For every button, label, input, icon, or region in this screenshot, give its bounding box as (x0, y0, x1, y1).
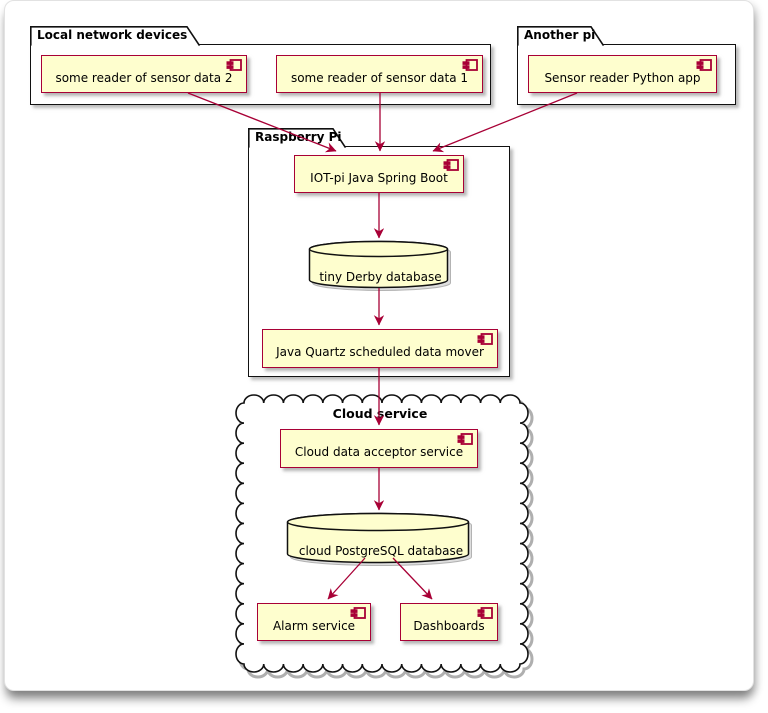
database-postgres-label: cloud PostgreSQL database (298, 544, 464, 558)
component-label: some reader of sensor data 2 (55, 70, 233, 85)
component-cloud-data-acceptor: Cloud data acceptor service (280, 429, 478, 468)
component-icon (350, 607, 366, 619)
component-label: Java Quartz scheduled data mover (276, 345, 484, 359)
component-icon (477, 607, 493, 619)
component-java-quartz-mover: Java Quartz scheduled data mover (262, 329, 498, 368)
component-icon (696, 59, 712, 71)
component-icon (477, 333, 493, 345)
package-local-tab (30, 26, 201, 46)
component-sensor-reader-python-app: Sensor reader Python app (528, 55, 717, 93)
package-another-title: Another pi (524, 28, 596, 42)
database-derby: tiny Derby database (308, 240, 453, 292)
cloud-title: Cloud service (332, 406, 428, 421)
component-icon (457, 433, 473, 445)
package-raspberry-title: Raspberry Pi (255, 130, 342, 144)
component-label: IOT-pi Java Spring Boot (310, 170, 448, 185)
component-iot-pi-spring-boot: IOT-pi Java Spring Boot (294, 155, 464, 193)
database-derby-label: tiny Derby database (319, 270, 442, 284)
component-sensor-reader-1: some reader of sensor data 1 (276, 55, 483, 93)
component-label: Cloud data acceptor service (294, 445, 464, 459)
component-icon (226, 59, 242, 71)
component-label: Sensor reader Python app (544, 70, 701, 85)
component-label: some reader of sensor data 1 (290, 70, 469, 85)
component-dashboards: Dashboards (400, 603, 498, 641)
component-icon (462, 59, 478, 71)
database-cylinder-icon (308, 240, 451, 291)
package-another-tab (517, 26, 605, 46)
component-label: Dashboards (413, 618, 485, 633)
component-sensor-reader-2: some reader of sensor data 2 (41, 55, 247, 93)
component-alarm-service: Alarm service (257, 603, 371, 641)
database-postgres: cloud PostgreSQL database (286, 512, 476, 566)
component-label: Alarm service (272, 618, 356, 633)
component-icon (443, 159, 459, 171)
package-local-title: Local network devices (37, 28, 188, 42)
